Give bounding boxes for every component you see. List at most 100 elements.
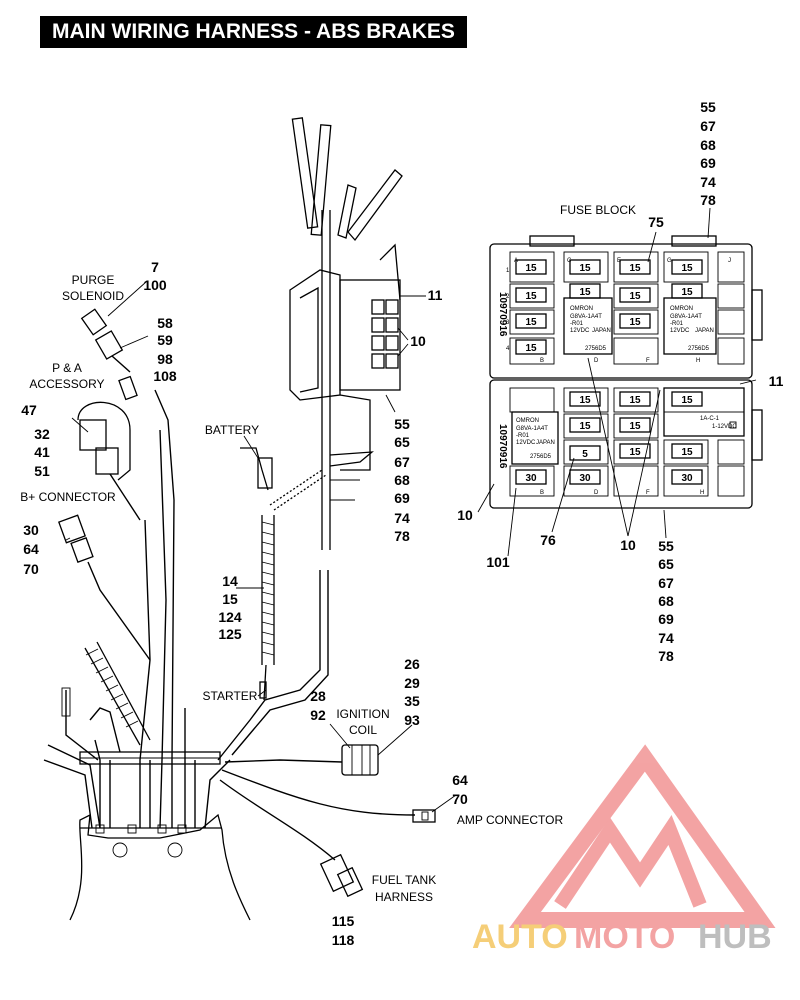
- svg-text:125: 125: [218, 626, 242, 642]
- svg-text:78: 78: [658, 648, 674, 664]
- fuse-value: 15: [681, 395, 693, 406]
- upper-fuses: 15 15 15 15 15 15 15 15 15 15 15: [515, 259, 703, 355]
- svg-text:J: J: [728, 258, 731, 264]
- fuse-value: 15: [525, 343, 537, 354]
- svg-text:59: 59: [157, 332, 173, 348]
- svg-text:OMRON: OMRON: [670, 306, 693, 312]
- svg-text:30: 30: [23, 522, 39, 538]
- fuse-value: 15: [681, 263, 693, 274]
- svg-text:93: 93: [404, 712, 420, 728]
- svg-text:75: 75: [648, 214, 664, 230]
- lower-fuses: 15 15 15 15 15 15 5 15 30 30 30: [515, 391, 703, 485]
- purge-ref-2: 100: [143, 277, 167, 293]
- svg-text:65: 65: [658, 556, 674, 572]
- fuse-value: 15: [525, 317, 537, 328]
- fuse: [569, 469, 601, 485]
- svg-text:74: 74: [394, 510, 410, 526]
- b-plus-label: B+ CONNECTOR: [20, 490, 116, 504]
- battery-label: BATTERY: [205, 423, 259, 437]
- svg-text:70: 70: [452, 791, 468, 807]
- fuse: [671, 283, 703, 299]
- fuse-value: 15: [629, 317, 641, 328]
- svg-text:67: 67: [658, 575, 674, 591]
- fuse: [619, 391, 651, 407]
- p-a-label-1: P & A: [52, 361, 82, 375]
- svg-text:OMRON: OMRON: [570, 306, 593, 312]
- svg-text:D: D: [594, 490, 599, 496]
- svg-text:12VDC: 12VDC: [670, 328, 690, 334]
- svg-text:55: 55: [658, 538, 674, 554]
- svg-text:124: 124: [218, 609, 242, 625]
- control-module: [289, 117, 403, 550]
- fuse: [619, 259, 651, 275]
- fuse: [515, 287, 547, 303]
- svg-text:69: 69: [700, 155, 716, 171]
- svg-text:10: 10: [457, 507, 473, 523]
- ignition-coil-connector: [224, 744, 379, 776]
- purge-solenoid-label-1: PURGE: [72, 273, 115, 287]
- svg-text:68: 68: [700, 137, 716, 153]
- fuse-value: 15: [579, 263, 591, 274]
- relay-bottom-right: [663, 387, 745, 437]
- svg-text:32: 32: [34, 426, 50, 442]
- svg-text:74: 74: [658, 630, 674, 646]
- svg-text:68: 68: [394, 472, 410, 488]
- svg-text:1: 1: [506, 268, 510, 274]
- fuse: [569, 417, 601, 433]
- svg-text:74: 74: [700, 174, 716, 190]
- relay-bottom-left: [511, 411, 559, 465]
- fuse: [515, 339, 547, 355]
- fuse: [569, 391, 601, 407]
- svg-text:68: 68: [658, 593, 674, 609]
- svg-text:78: 78: [394, 528, 410, 544]
- fuse: [515, 313, 547, 329]
- fuse-value: 15: [681, 287, 693, 298]
- svg-text:26: 26: [404, 656, 420, 672]
- fuse-value: 15: [579, 287, 591, 298]
- svg-text:H: H: [696, 358, 700, 364]
- svg-text:11: 11: [769, 373, 784, 389]
- fuse-value: 15: [629, 447, 641, 458]
- fuse-value: 15: [579, 395, 591, 406]
- battery-cable: [240, 447, 327, 701]
- svg-text:118: 118: [332, 932, 355, 948]
- svg-text:3: 3: [506, 320, 510, 326]
- svg-text:92: 92: [310, 707, 326, 723]
- fuse: [619, 417, 651, 433]
- fuse-block-label: FUSE BLOCK: [560, 203, 636, 217]
- fuse: [619, 313, 651, 329]
- svg-text:29: 29: [404, 675, 420, 691]
- svg-text:11: 11: [428, 287, 443, 303]
- svg-text:28: 28: [310, 688, 326, 704]
- fuse: [569, 283, 601, 299]
- svg-text:47: 47: [21, 402, 37, 418]
- part-number-bottom: 10970916: [497, 424, 508, 469]
- fuse: [671, 391, 703, 407]
- svg-text:1-12VDC: 1-12VDC: [712, 424, 737, 430]
- svg-text:101: 101: [486, 554, 510, 570]
- svg-text:64: 64: [452, 772, 468, 788]
- fuel-tank-harness-connector: [219, 779, 364, 898]
- svg-text:OMRON: OMRON: [516, 418, 539, 424]
- svg-text:G8VA-1A4T: G8VA-1A4T: [570, 314, 602, 320]
- fuse: [515, 259, 547, 275]
- svg-text:12VDC: 12VDC: [570, 328, 590, 334]
- svg-text:2756D5: 2756D5: [688, 346, 710, 352]
- svg-text:2: 2: [506, 294, 510, 300]
- svg-text:B: B: [540, 358, 544, 364]
- svg-text:58: 58: [157, 315, 173, 331]
- svg-text:69: 69: [658, 611, 674, 627]
- svg-text:14: 14: [222, 573, 238, 589]
- fuse-value: 15: [629, 291, 641, 302]
- ignition-coil-label-1: IGNITION: [336, 707, 389, 721]
- svg-text:H: H: [700, 490, 704, 496]
- fuse: [671, 259, 703, 275]
- svg-text:78: 78: [700, 192, 716, 208]
- fuel-tank-label-2: HARNESS: [375, 890, 433, 904]
- svg-text:-R01: -R01: [516, 433, 530, 439]
- svg-text:69: 69: [394, 490, 410, 506]
- svg-text:108: 108: [153, 368, 177, 384]
- svg-text:55: 55: [394, 416, 410, 432]
- svg-text:G8VA-1A4T: G8VA-1A4T: [670, 314, 702, 320]
